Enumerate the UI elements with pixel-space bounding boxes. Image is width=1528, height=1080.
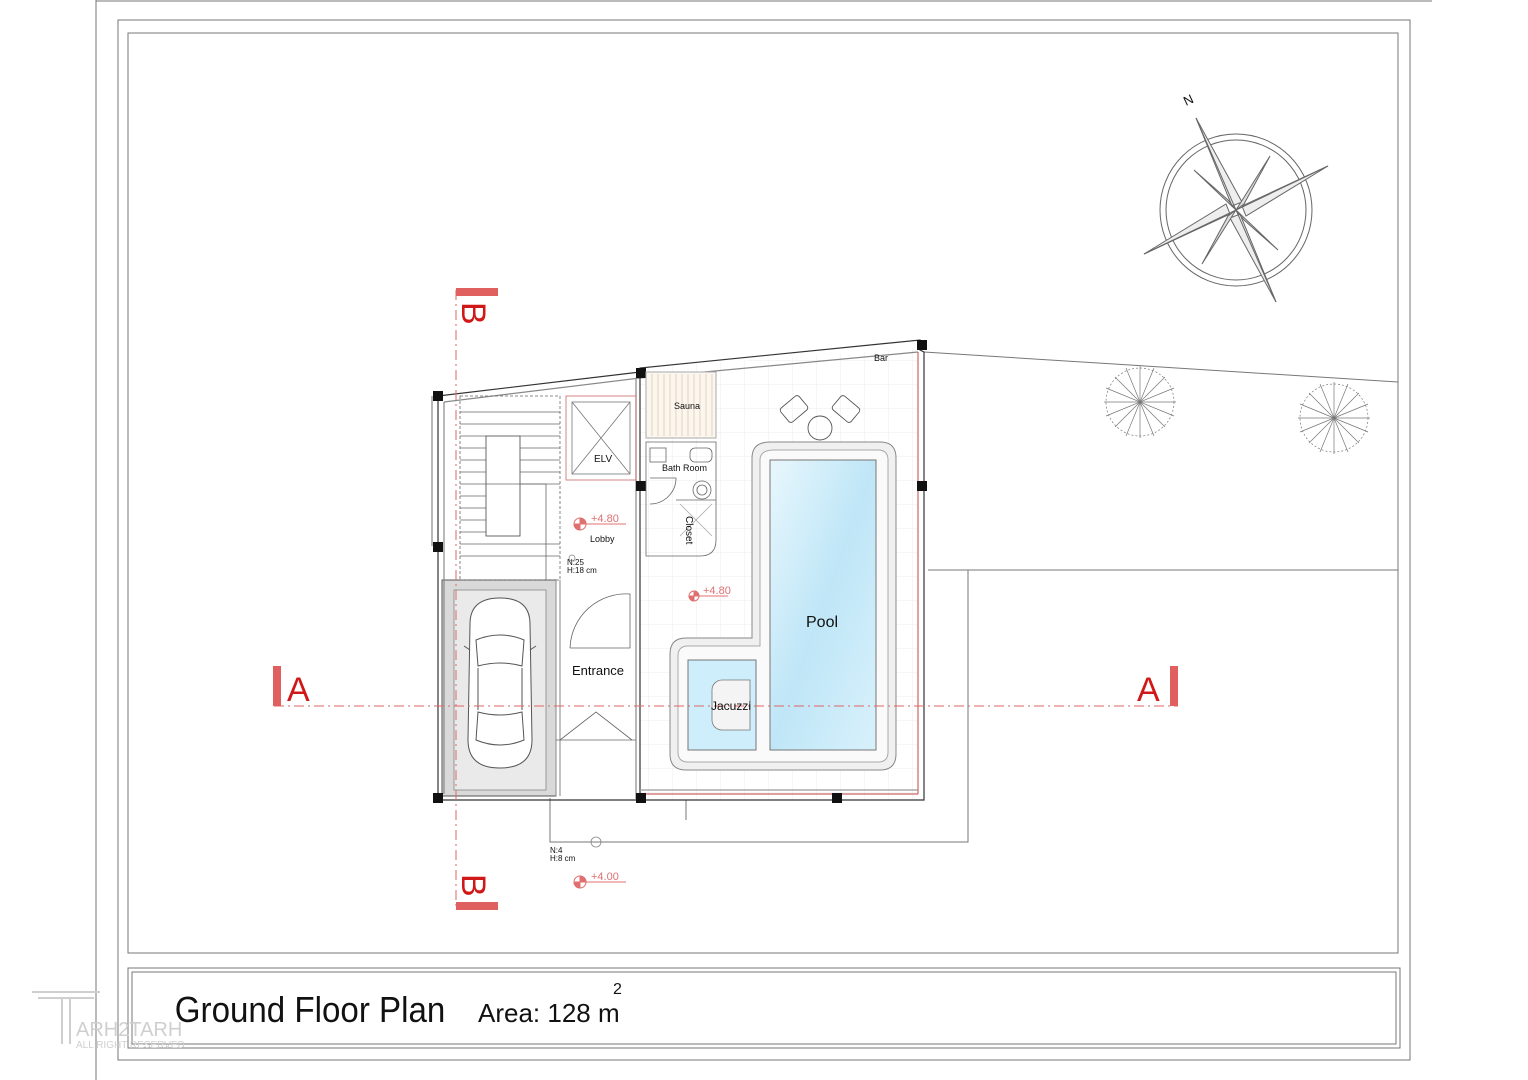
- section-b-bottom-label: B: [454, 874, 492, 897]
- entrance-door: [555, 580, 636, 796]
- stair-note-entry-n: N:4: [550, 846, 563, 855]
- stair-note-main-h: H:18 cm: [567, 566, 597, 575]
- watermark-brand: ARH2TARH: [76, 1019, 182, 1041]
- room-label-elevator: ELV: [594, 454, 612, 465]
- level-marker-icon: [688, 590, 728, 602]
- tree-icon: [1298, 382, 1370, 454]
- room-label-pool: Pool: [806, 614, 838, 631]
- tree-icon: [1104, 366, 1176, 438]
- bathroom: [645, 441, 717, 557]
- stair-note-entry-h: H:8 cm: [550, 854, 576, 863]
- room-label-bar: Bar: [874, 353, 888, 363]
- section-line-a: [273, 666, 1178, 707]
- north-arrow-icon: [1143, 117, 1329, 303]
- watermark-rights: ALL RIGHT RESERVED: [76, 1040, 185, 1051]
- room-label-sauna: Sauna: [674, 401, 700, 411]
- level-lobby: +4.80: [591, 513, 619, 525]
- room-label-bath-room: Bath Room: [662, 463, 707, 473]
- plan-title: Ground Floor Plan: [175, 991, 446, 1031]
- elevator-shaft: [565, 395, 637, 481]
- sauna: [645, 371, 717, 439]
- level-marker-icon: [573, 875, 626, 889]
- car: [463, 597, 537, 769]
- section-b-top-label: B: [454, 302, 492, 325]
- sheet-frame: [95, 0, 1432, 1080]
- room-label-closet: Closet: [683, 516, 694, 545]
- area-superscript: 2: [613, 981, 622, 998]
- section-line-b: [455, 288, 498, 910]
- compass-north-label: N: [1181, 91, 1196, 109]
- room-label-lobby: Lobby: [590, 534, 615, 544]
- room-label-entrance: Entrance: [572, 663, 624, 678]
- level-outside: +4.00: [591, 871, 619, 883]
- staircase: [459, 395, 561, 581]
- watermark-logo: [32, 991, 100, 1044]
- level-marker-icon: [573, 517, 626, 531]
- stair-arrow-marker: [568, 554, 602, 848]
- lounge-furniture: [779, 395, 861, 441]
- pool-water: [769, 459, 877, 751]
- stair-note-main-n: N:25: [567, 558, 584, 567]
- section-a-right-label: A: [1137, 671, 1160, 709]
- room-label-jacuzzi: Jacuzzi: [711, 699, 751, 713]
- section-a-left-label: A: [287, 671, 310, 709]
- area-label: Area: 128 m: [478, 998, 620, 1028]
- level-terrace: +4.80: [703, 585, 731, 597]
- structural-columns: [433, 340, 927, 803]
